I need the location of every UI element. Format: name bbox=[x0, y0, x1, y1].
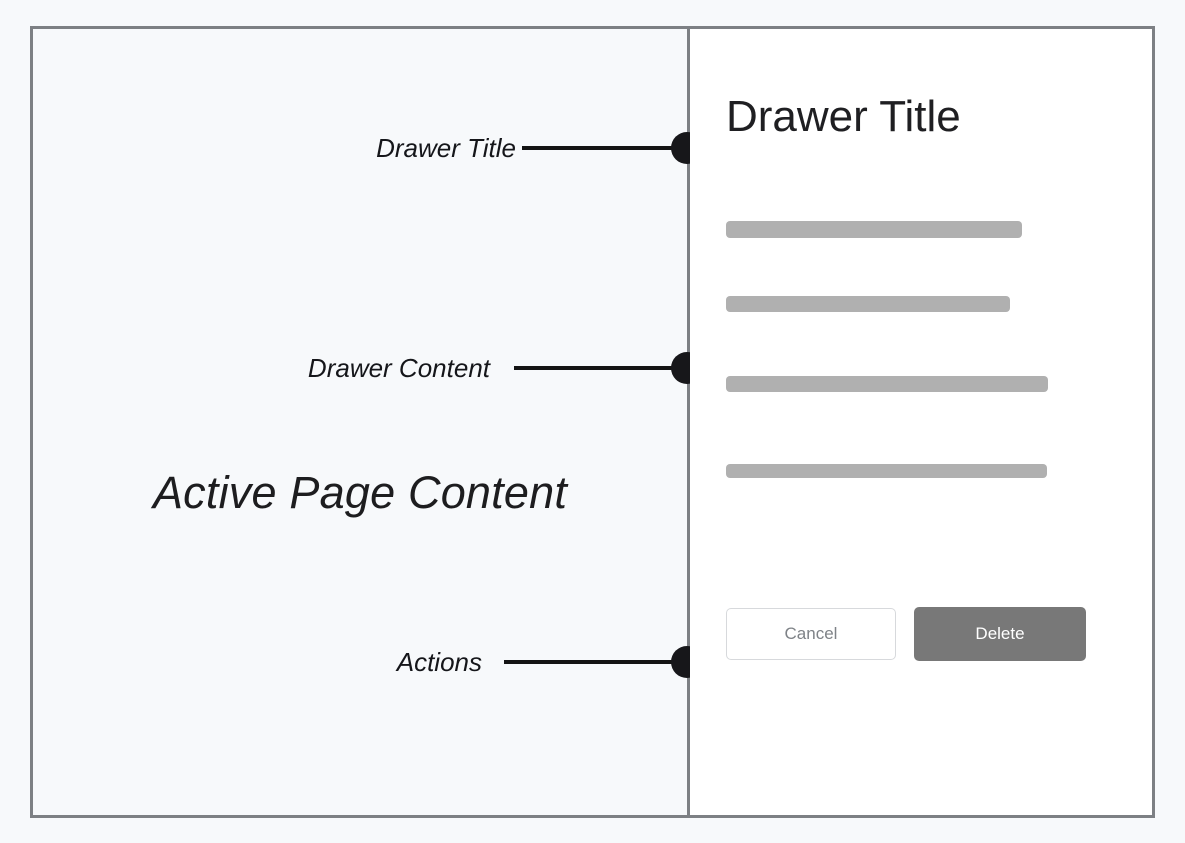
wireframe-frame: Drawer Title Drawer Content Actions Acti… bbox=[30, 26, 1155, 818]
annotation-label-drawer-title: Drawer Title bbox=[376, 133, 516, 163]
annotation-label-actions: Actions bbox=[396, 647, 482, 677]
drawer-actions: Cancel Delete bbox=[726, 607, 1086, 661]
cancel-button[interactable]: Cancel bbox=[726, 608, 896, 660]
drawer-title: Drawer Title bbox=[726, 92, 961, 141]
drawer-panel: Drawer Title Cancel Delete bbox=[690, 29, 1152, 815]
content-placeholder-bar bbox=[726, 221, 1022, 238]
content-placeholder-bar bbox=[726, 376, 1048, 392]
annotation-drawer-content: Drawer Content bbox=[308, 351, 703, 385]
annotation-label-drawer-content: Drawer Content bbox=[307, 353, 490, 383]
leader-line-icon bbox=[514, 366, 674, 370]
active-page-panel: Drawer Title Drawer Content Actions Acti… bbox=[33, 29, 703, 815]
annotation-drawer-title: Drawer Title bbox=[376, 131, 703, 165]
leader-line-icon bbox=[504, 660, 674, 664]
content-placeholder-bar bbox=[726, 464, 1047, 478]
content-placeholder-bar bbox=[726, 296, 1010, 312]
delete-button[interactable]: Delete bbox=[914, 607, 1086, 661]
annotation-actions: Actions bbox=[397, 645, 703, 679]
drawer-content bbox=[726, 221, 1116, 478]
leader-line-icon bbox=[522, 146, 674, 150]
page-title: Active Page Content bbox=[152, 467, 568, 518]
